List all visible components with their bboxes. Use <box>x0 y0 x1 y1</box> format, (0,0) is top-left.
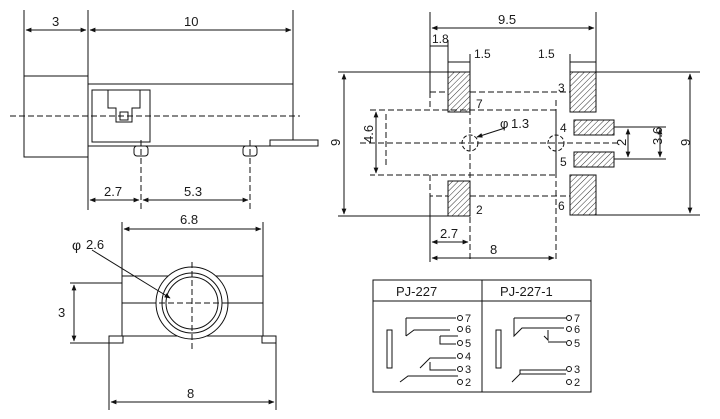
pcb-layout <box>338 12 700 262</box>
pin-label-6: 6 <box>558 199 565 213</box>
pad-6 <box>569 174 597 216</box>
dim-text-bottom-a: 2.7 <box>440 226 458 241</box>
schematic-left-sleeve <box>386 329 393 369</box>
dim-text-bottom-b: 8 <box>490 242 497 257</box>
front-view <box>70 222 277 410</box>
front-base-right <box>261 335 277 344</box>
dim-text-pad-span: 3.6 <box>650 127 665 145</box>
dim-text-inner-height: 4.6 <box>361 125 376 143</box>
side-view <box>10 10 319 210</box>
model-label-pj-227: PJ-227 <box>396 284 437 299</box>
dim-text-body-length: 10 <box>184 14 198 29</box>
pin-label-7: 7 <box>476 97 483 111</box>
dim-text-pad-spacing: 2 <box>614 139 629 146</box>
schematic-table <box>372 279 592 393</box>
model-label-pj-227-1: PJ-227-1 <box>500 284 553 299</box>
dim-text-tip-length: 3 <box>52 14 59 29</box>
leader-hole-diameter <box>476 127 506 138</box>
pin-label-4: 4 <box>560 121 567 135</box>
pad-7 <box>447 71 471 113</box>
dim-text-pad-gap: 1.5 <box>474 47 491 61</box>
pin-label-2: 2 <box>476 203 483 217</box>
pad-5 <box>573 151 615 168</box>
pad-3 <box>569 71 597 113</box>
schematic-left-pin-7: 7 <box>465 313 471 325</box>
tail-terminal <box>269 139 319 147</box>
schematic-right-sleeve <box>495 329 502 369</box>
schematic-right-pin-2: 2 <box>574 377 580 389</box>
schematic-right-pin-3: 3 <box>574 364 580 376</box>
schematic-left-pin-2: 2 <box>465 377 471 389</box>
schematic-left-pin-6: 6 <box>465 324 471 336</box>
leader-hole <box>91 249 171 299</box>
dim-text-pad-left: 1.8 <box>432 32 449 46</box>
pad-4 <box>573 119 615 136</box>
dim-text-pin-a: 2.7 <box>104 184 122 199</box>
dim-text-height-total-right: 9 <box>678 139 693 146</box>
dim-text-hole-phi: φ <box>500 116 508 131</box>
front-base-left <box>108 335 124 344</box>
schematic-right-pin-7: 7 <box>574 313 580 325</box>
schematic-left-pin-5: 5 <box>465 338 471 350</box>
dim-text-base-width: 8 <box>187 386 194 401</box>
schematic-right-pin-5: 5 <box>574 338 580 350</box>
dim-text-hole-diameter: 2.6 <box>86 237 104 252</box>
schematic-right-pin-6: 6 <box>574 324 580 336</box>
dim-text-hole-phi: φ <box>72 237 81 253</box>
dim-text-width: 6.8 <box>180 212 198 227</box>
pin-label-3: 3 <box>558 81 565 95</box>
dim-text-hole-diameter-pcb: 1.3 <box>511 116 529 131</box>
dim-text-height: 3 <box>58 305 65 320</box>
dim-text-total-width: 9.5 <box>498 12 516 27</box>
dim-text-height-total-left: 9 <box>328 139 343 146</box>
dim-text-pad-right: 1.5 <box>538 47 555 61</box>
dim-text-pin-b: 5.3 <box>184 184 202 199</box>
pad-2 <box>447 180 471 217</box>
schematic-left-pin-3: 3 <box>465 364 471 376</box>
pin-label-5: 5 <box>560 155 567 169</box>
schematic-left-pin-4: 4 <box>465 351 471 363</box>
